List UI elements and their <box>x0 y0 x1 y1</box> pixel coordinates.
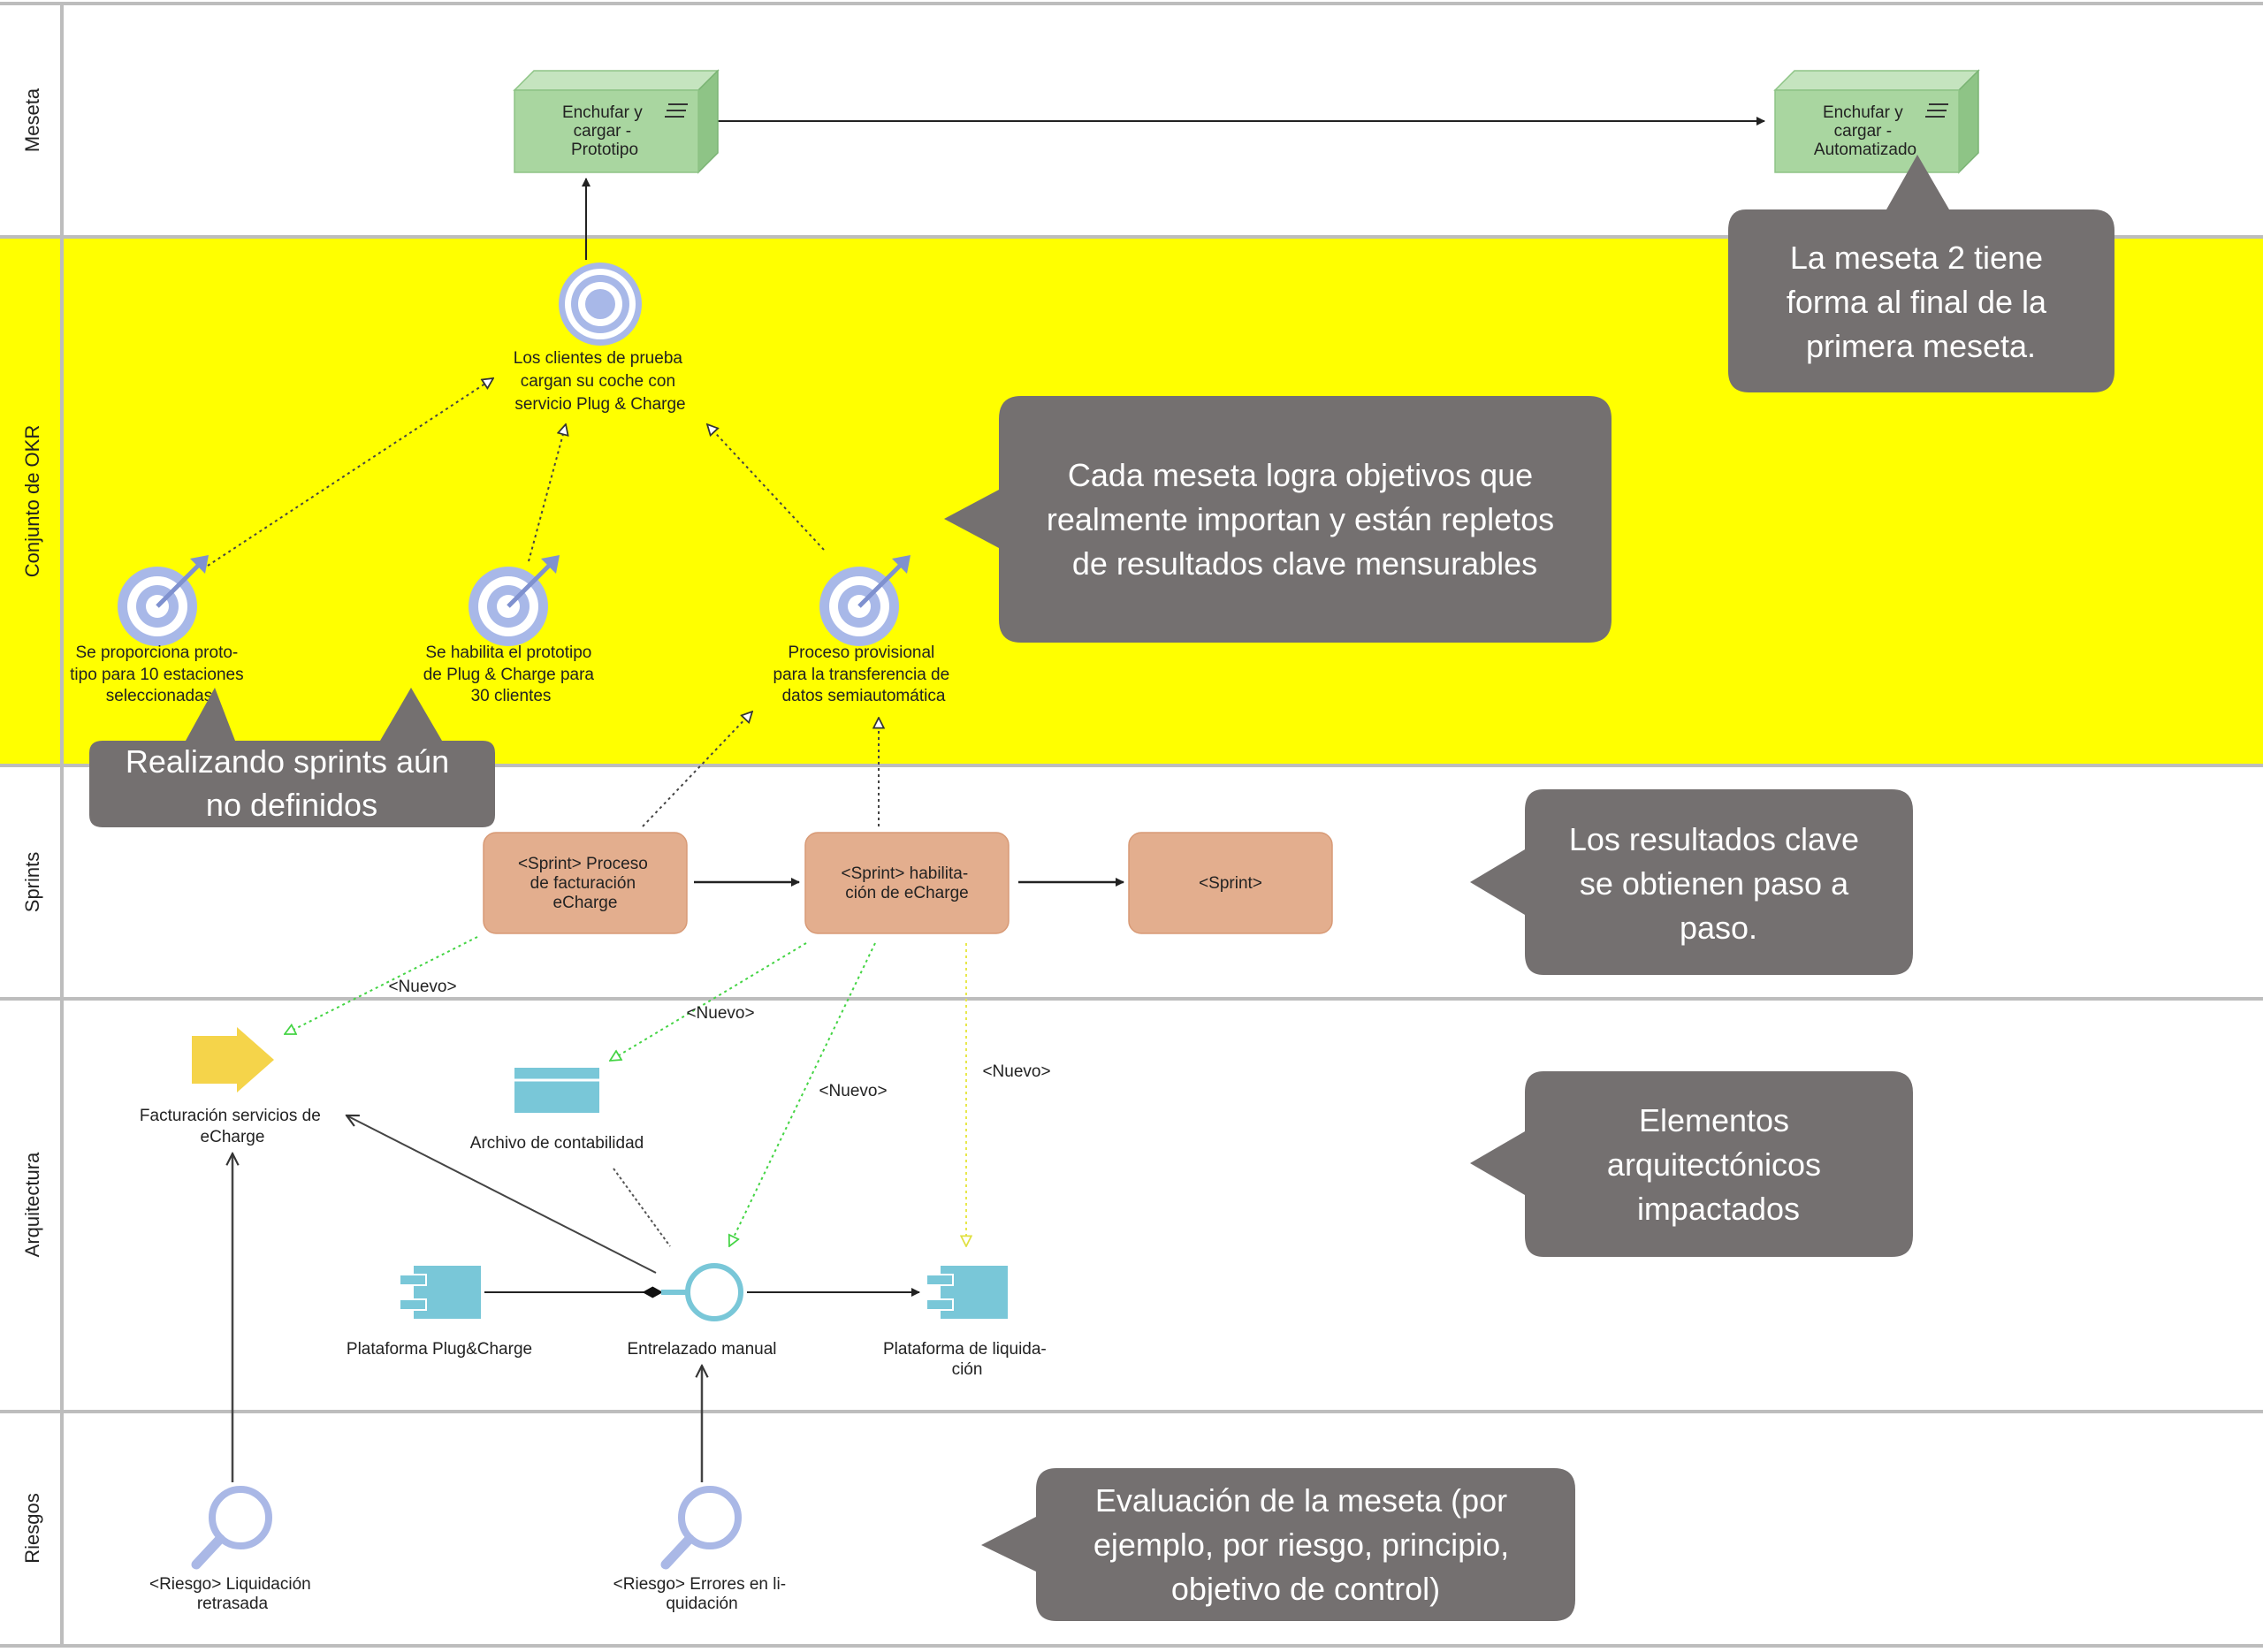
callout-objetivos-text: Cada meseta logra objetivos que realment… <box>1047 457 1563 582</box>
lane-title-sprints: Sprints <box>21 852 43 912</box>
callout-resultados: Los resultados clave se obtienen paso a … <box>1470 789 1913 975</box>
arch-plataforma-pc-label: Plataforma Plug&Charge <box>347 1340 532 1359</box>
sprint-1-label: <Sprint> Proceso de facturación eCharge <box>518 855 652 912</box>
callout-evaluacion: Evaluación de la meseta (por ejemplo, po… <box>981 1468 1575 1621</box>
key-result-1-label: Se proporciona proto- tipo para 10 estac… <box>70 643 248 705</box>
archivo-association-line <box>613 1168 671 1247</box>
objective-label: Los clientes de prueba cargan su coche c… <box>514 349 687 414</box>
kr1-to-objective-line <box>207 378 493 567</box>
nuevo-label: <Nuevo> <box>982 1062 1050 1081</box>
nuevo-link-entrelazado <box>729 942 876 1246</box>
key-result-3[interactable]: Proceso provisional para la transferenci… <box>773 555 955 705</box>
sprint-3[interactable]: <Sprint> <box>1128 832 1333 934</box>
callout-evaluacion-text: Evaluación de la meseta (por ejemplo, po… <box>1093 1482 1518 1607</box>
magnifier-icon <box>660 1486 742 1570</box>
sprint-3-label: <Sprint> <box>1199 874 1262 893</box>
dart-target-icon <box>819 555 911 646</box>
plateau-1-label: Enchufar y cargar - Prototipo <box>562 103 647 159</box>
key-result-2[interactable]: Se habilita el prototipo de Plug & Charg… <box>423 555 599 705</box>
component-icon <box>399 1266 481 1319</box>
key-result-2-label: Se habilita el prototipo de Plug & Charg… <box>423 643 599 705</box>
callout-elementos: Elementos arquitectónicos impactados <box>1470 1071 1913 1257</box>
sprint-2-label: <Sprint> habilita- ción de eCharge <box>842 864 973 902</box>
magnifier-icon <box>191 1486 272 1570</box>
nuevo-link-archivo <box>610 942 807 1061</box>
target-icon <box>559 263 642 346</box>
connectors <box>207 117 1765 1482</box>
data-object-icon <box>514 1068 599 1113</box>
dart-target-icon <box>469 555 560 646</box>
sprint-1[interactable]: <Sprint> Proceso de facturación eCharge <box>483 832 688 934</box>
sprint1-to-kr3-line <box>642 712 752 827</box>
arch-facturacion[interactable]: Facturación servicios de eCharge <box>140 1027 325 1146</box>
risk-1-label: <Riesgo> Liquidación retrasada <box>149 1575 316 1613</box>
entrelazado-to-facturacion-line <box>347 1115 657 1274</box>
plateau-1[interactable]: Enchufar y cargar - Prototipo <box>513 69 720 174</box>
arch-entrelazado[interactable]: Entrelazado manual <box>628 1263 777 1359</box>
arch-archivo-label: Archivo de contabilidad <box>470 1134 644 1153</box>
callout-meseta2-text: La meseta 2 tiene forma al final de la p… <box>1787 240 2055 364</box>
lane-title-arquitectura: Arquitectura <box>21 1152 43 1257</box>
component-icon <box>926 1266 1008 1319</box>
callout-resultados-text: Los resultados clave se obtienen paso a … <box>1569 821 1868 946</box>
dart-target-icon <box>118 555 209 646</box>
risk-2-label: <Riesgo> Errores en li- quidación <box>613 1575 791 1613</box>
callout-sprints-no-text: Realizando sprints aún no definidos <box>126 743 458 823</box>
callout-sprints-no: Realizando sprints aún no definidos <box>89 688 495 827</box>
interface-icon <box>661 1263 743 1321</box>
callout-objetivos: Cada meseta logra objetivos que realment… <box>944 396 1612 643</box>
lane-title-meseta: Meseta <box>21 88 43 152</box>
kr3-to-objective-line <box>707 424 825 551</box>
arch-archivo[interactable]: Archivo de contabilidad <box>470 1068 644 1153</box>
key-result-3-label: Proceso provisional para la transferenci… <box>773 643 955 705</box>
nuevo-label: <Nuevo> <box>819 1082 887 1100</box>
arch-plataforma-pc[interactable]: Plataforma Plug&Charge <box>347 1266 532 1359</box>
lane-title-okr: Conjunto de OKR <box>21 425 43 577</box>
risk-2[interactable]: <Riesgo> Errores en li- quidación <box>613 1486 791 1613</box>
nuevo-link-facturacion <box>285 936 478 1035</box>
sprint-2[interactable]: <Sprint> habilita- ción de eCharge <box>804 832 1010 934</box>
nuevo-label: <Nuevo> <box>388 978 456 996</box>
kr2-to-objective-line <box>528 424 566 562</box>
risk-1[interactable]: <Riesgo> Liquidación retrasada <box>149 1486 316 1613</box>
arch-entrelazado-label: Entrelazado manual <box>628 1340 777 1359</box>
plateau-2-label: Enchufar y cargar - Automatizado <box>1814 103 1916 159</box>
plateau-icon <box>665 103 688 118</box>
okr-objective[interactable]: Los clientes de prueba cargan su coche c… <box>514 263 687 414</box>
lane-title-riesgos: Riesgos <box>21 1493 43 1563</box>
nuevo-label: <Nuevo> <box>686 1004 754 1023</box>
plateau-icon <box>1925 103 1948 118</box>
arch-plataforma-liq[interactable]: Plataforma de liquida- ción <box>883 1266 1051 1379</box>
callout-meseta2: La meseta 2 tiene forma al final de la p… <box>1728 155 2114 392</box>
plateau-2[interactable]: Enchufar y cargar - Automatizado <box>1773 69 1980 174</box>
arch-plataforma-liq-label: Plataforma de liquida- ción <box>883 1340 1051 1379</box>
business-event-arrow-icon <box>192 1027 274 1092</box>
arch-facturacion-label: Facturación servicios de eCharge <box>140 1107 325 1146</box>
callout-elementos-text: Elementos arquitectónicos impactados <box>1607 1102 1830 1227</box>
key-result-1[interactable]: Se proporciona proto- tipo para 10 estac… <box>70 555 248 705</box>
